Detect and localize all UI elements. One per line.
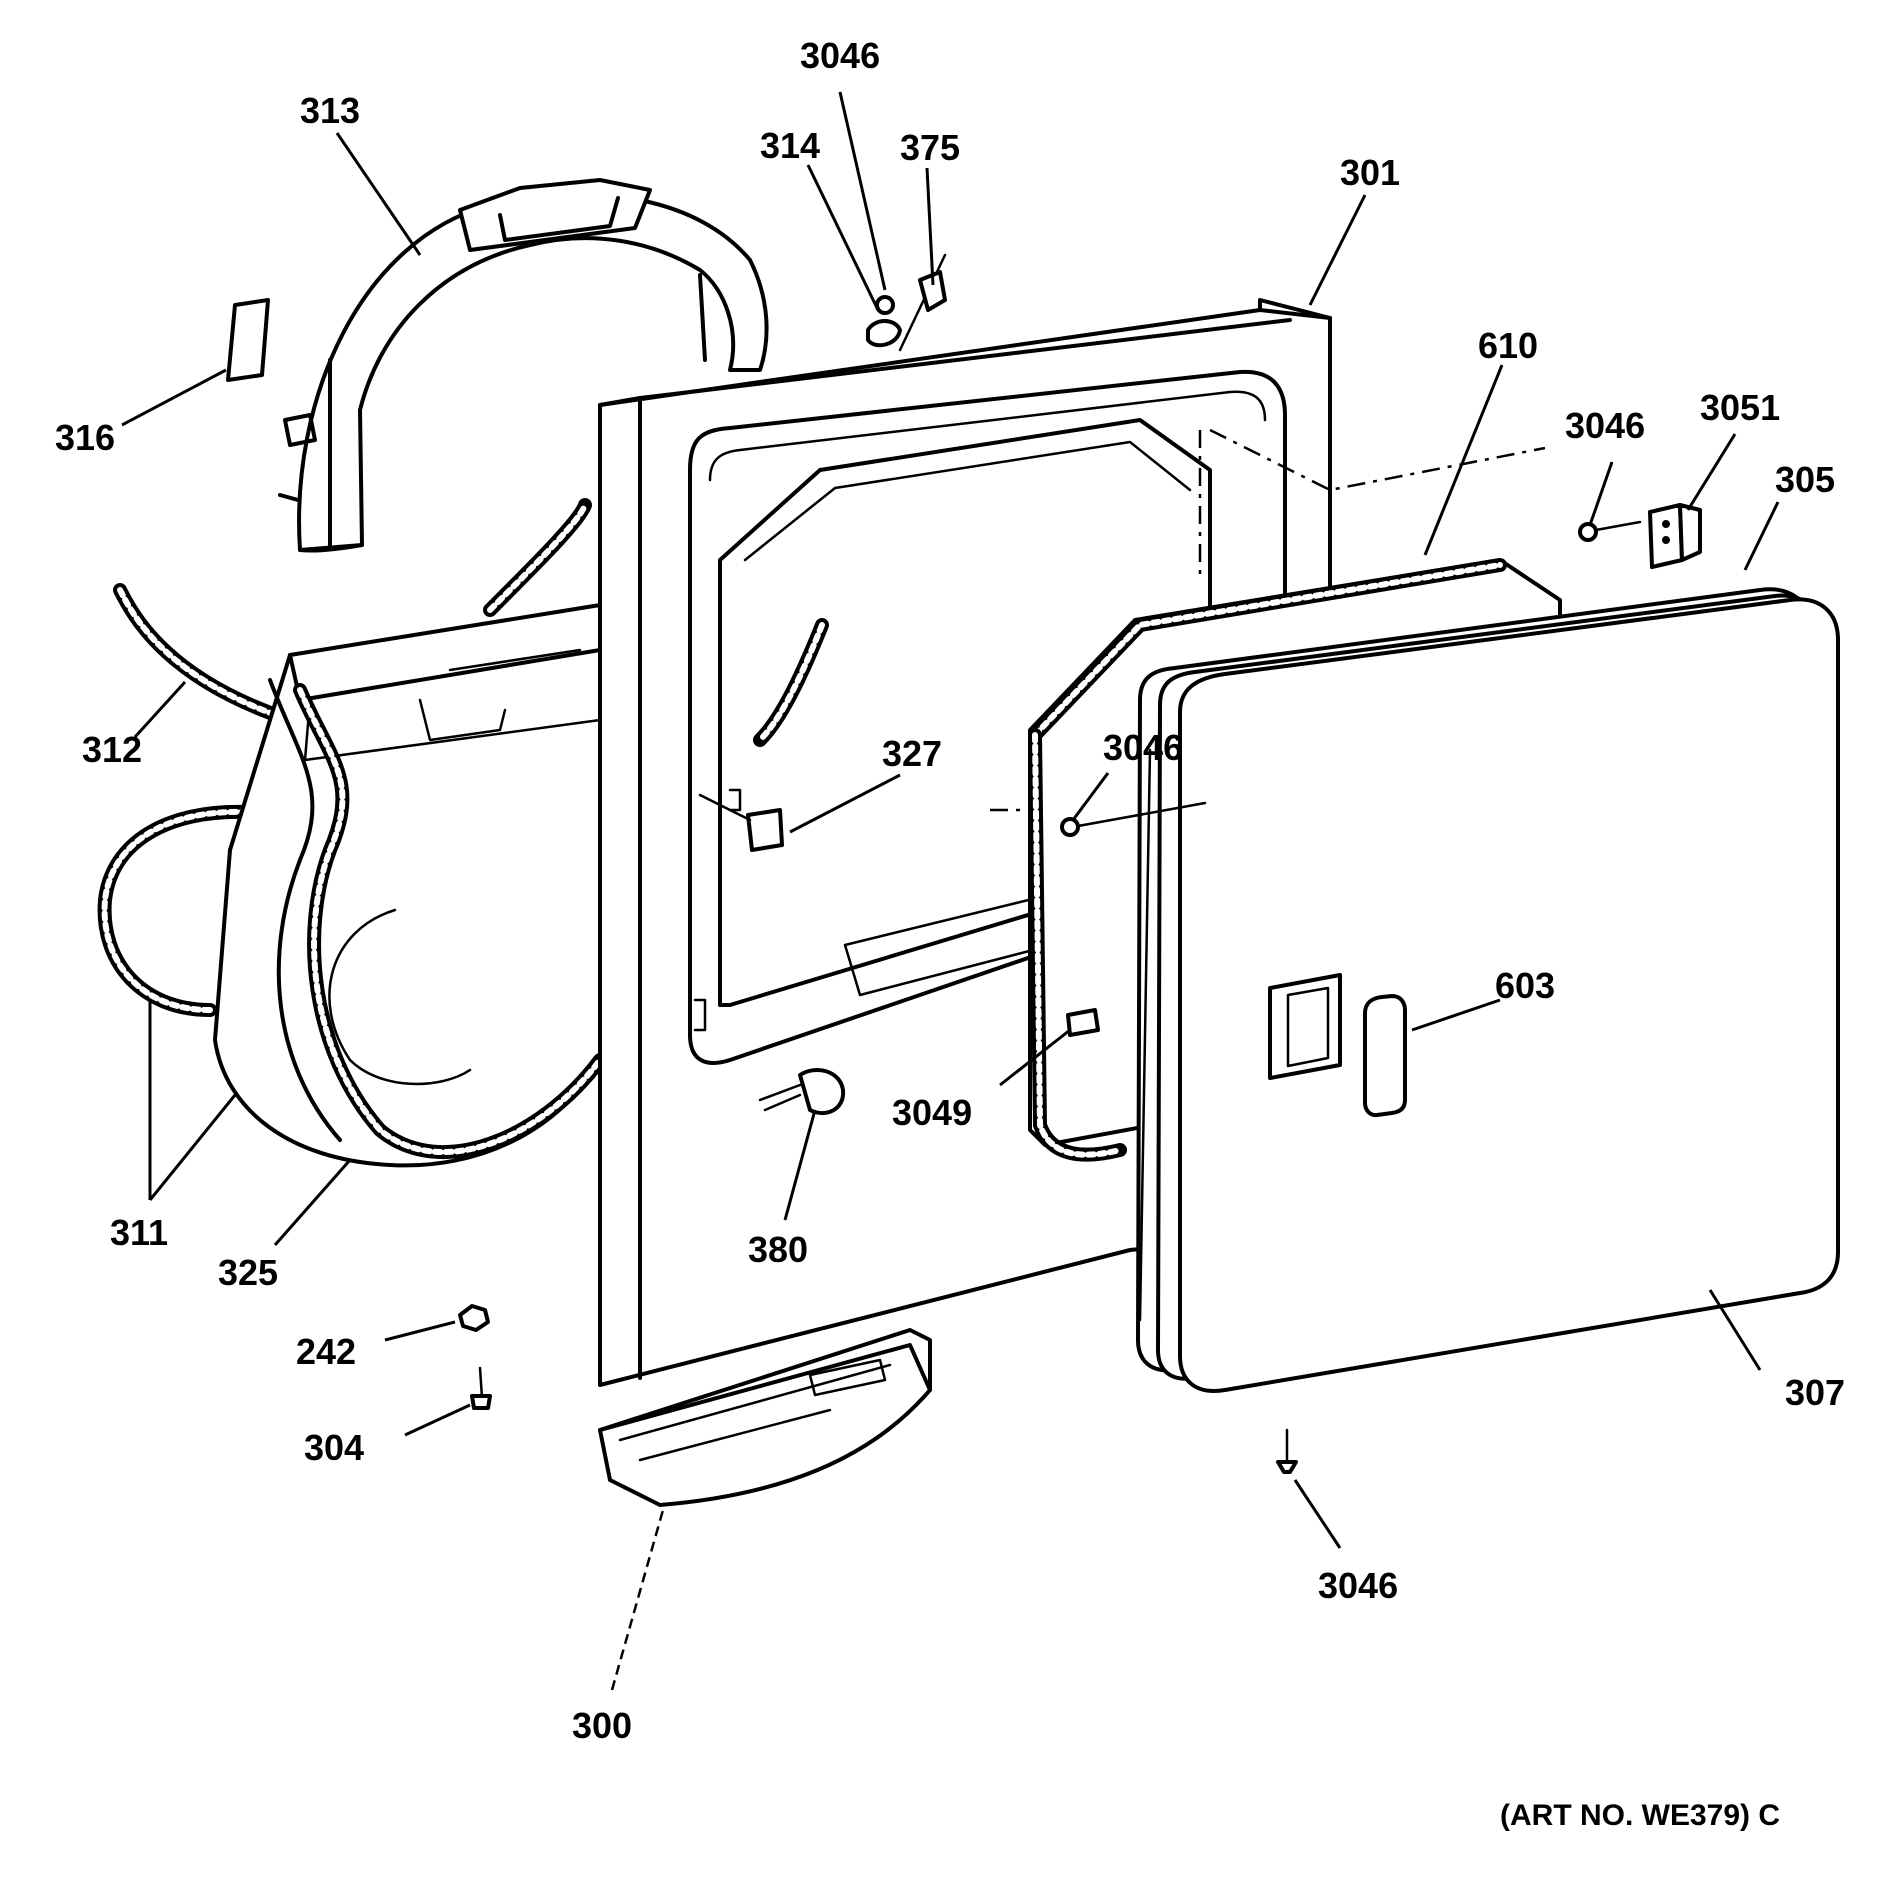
leader-305 bbox=[1743, 501, 1780, 571]
callout-610: 610 bbox=[1478, 325, 1538, 366]
callout-242: 242 bbox=[296, 1331, 356, 1372]
leader-3046-bottom bbox=[1293, 1479, 1342, 1549]
art-number: (ART NO. WE379) C bbox=[1500, 1799, 1780, 1832]
leader-242 bbox=[384, 1320, 456, 1342]
part-3046-screw-right bbox=[1578, 520, 1642, 542]
leader-lines bbox=[121, 91, 1780, 1691]
callout-307: 307 bbox=[1785, 1372, 1845, 1413]
hidden-line-upper bbox=[1209, 428, 1546, 492]
callout-304: 304 bbox=[304, 1427, 364, 1468]
leader-313 bbox=[335, 132, 422, 256]
callout-327: 327 bbox=[882, 733, 942, 774]
callout-314: 314 bbox=[760, 125, 820, 166]
part-380-lamp-socket bbox=[758, 1068, 846, 1116]
part-3051-hinge bbox=[1648, 503, 1702, 569]
part-drum-front-duct bbox=[213, 603, 607, 1168]
leader-307 bbox=[1708, 1289, 1762, 1371]
leader-3046-mid bbox=[1071, 772, 1110, 821]
leader-610 bbox=[1423, 364, 1504, 556]
callout-603: 603 bbox=[1495, 965, 1555, 1006]
callout-3046-bottom: 3046 bbox=[1318, 1565, 1398, 1606]
callout-300: 300 bbox=[572, 1705, 632, 1746]
callout-labels: 3046 313 314 375 301 610 316 3046 3051 3… bbox=[55, 35, 1845, 1832]
leader-316 bbox=[121, 368, 227, 427]
leader-375 bbox=[925, 167, 935, 286]
part-304-screw bbox=[470, 1366, 492, 1410]
leader-312 bbox=[133, 680, 187, 739]
leader-325 bbox=[273, 1159, 352, 1246]
callout-313: 313 bbox=[300, 90, 360, 131]
callout-375: 375 bbox=[900, 127, 960, 168]
callout-305: 305 bbox=[1775, 459, 1835, 500]
part-242-nut bbox=[458, 1304, 490, 1332]
callout-301: 301 bbox=[1340, 152, 1400, 193]
leader-3049 bbox=[999, 1028, 1071, 1087]
callout-3049: 3049 bbox=[892, 1092, 972, 1133]
leader-3046-right bbox=[1588, 461, 1614, 526]
part-313-duct-ring bbox=[278, 178, 769, 553]
leader-327 bbox=[789, 773, 901, 834]
leader-3046-top bbox=[838, 91, 887, 291]
callout-380: 380 bbox=[748, 1229, 808, 1270]
leader-304 bbox=[404, 1403, 471, 1437]
leader-380 bbox=[783, 1109, 817, 1221]
callout-3046-mid: 3046 bbox=[1103, 727, 1183, 768]
callout-3046-top: 3046 bbox=[800, 35, 880, 76]
callout-3046-right: 3046 bbox=[1565, 405, 1645, 446]
part-327-switch-harness bbox=[698, 618, 829, 852]
part-311-drum-seal bbox=[97, 804, 252, 1017]
callout-316: 316 bbox=[55, 417, 115, 458]
part-316-felt-strip bbox=[226, 298, 270, 382]
callout-311: 311 bbox=[110, 1212, 168, 1253]
leader-311b bbox=[148, 1094, 237, 1201]
part-3049-door-catch bbox=[1066, 1008, 1100, 1037]
leader-3051 bbox=[1686, 433, 1737, 511]
callout-325: 325 bbox=[218, 1252, 278, 1293]
callout-3051: 3051 bbox=[1700, 387, 1780, 428]
leader-603 bbox=[1411, 998, 1501, 1032]
leader-314 bbox=[806, 164, 880, 311]
part-3046-screw-mid bbox=[1060, 801, 1207, 837]
leader-300 bbox=[610, 1509, 665, 1691]
part-305-door-outer bbox=[1136, 587, 1840, 1393]
callout-312: 312 bbox=[82, 729, 142, 770]
part-300-console bbox=[598, 1328, 932, 1507]
part-312-felt-seal bbox=[113, 498, 592, 727]
leader-301 bbox=[1308, 194, 1367, 306]
part-603-door-latch bbox=[1268, 973, 1407, 1118]
part-3046-screw-bottom bbox=[1276, 1428, 1298, 1474]
